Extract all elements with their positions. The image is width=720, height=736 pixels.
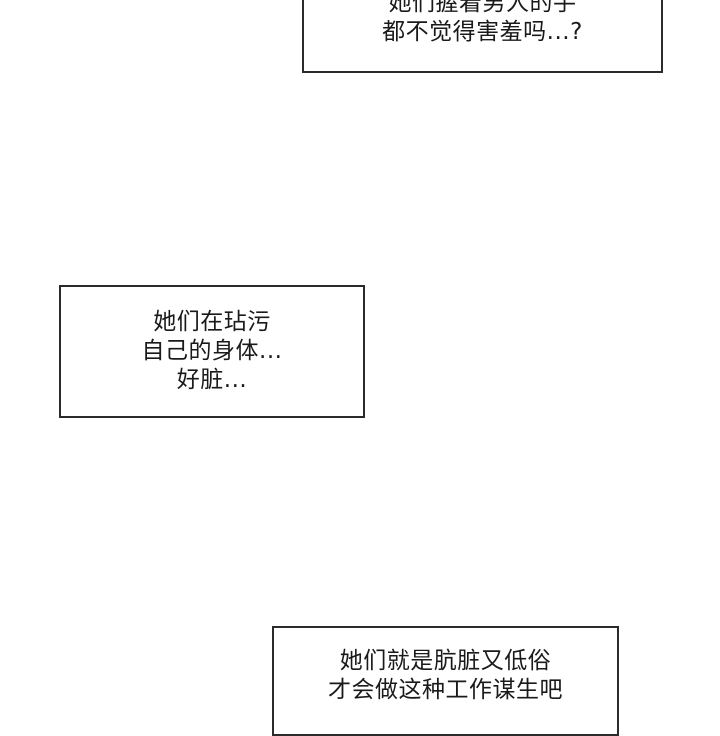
caption-box-2: 她们在玷污 自己的身体... 好脏... [59,285,365,418]
caption-1-line-2: 都不觉得害羞吗...? [382,19,583,45]
caption-3-line-1: 她们就是肮脏又低俗 [339,648,552,674]
caption-3-line-2: 才会做这种工作谋生吧 [328,677,563,703]
caption-2-line-1: 她们在玷污 [153,309,271,335]
caption-box-3: 她们就是肮脏又低俗 才会做这种工作谋生吧 [272,626,619,736]
caption-2-line-2: 自己的身体... [141,338,283,364]
caption-box-1: 她们握着男人的手 都不觉得害羞吗...? [302,0,663,73]
caption-1-line-1: 她们握着男人的手 [388,0,577,16]
caption-2-line-3: 好脏... [176,367,248,393]
